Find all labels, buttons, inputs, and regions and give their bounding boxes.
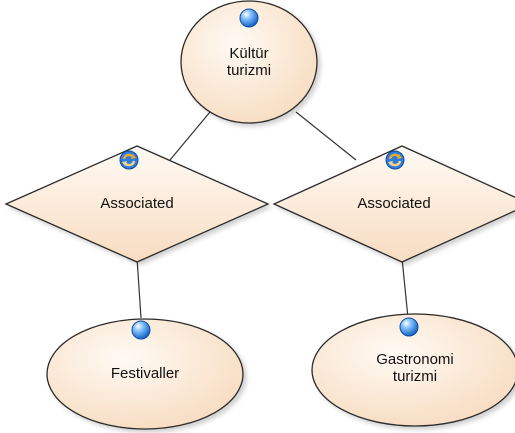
node-child-right[interactable] [311, 313, 515, 427]
node-root[interactable] [180, 0, 318, 124]
root-ellipse [180, 0, 318, 124]
node-child-left[interactable] [46, 318, 244, 430]
child-left-ellipse [46, 318, 244, 430]
blue-sphere-icon [239, 8, 259, 28]
connector-root-relation-right [295, 111, 357, 161]
child-left-label: Festivaller [110, 365, 180, 382]
connector-relation-left-child-left [136, 257, 142, 319]
connector-relation-right-child-right [401, 257, 409, 319]
relation-right-diamond [272, 145, 515, 263]
association-cycle-icon [385, 150, 405, 170]
blue-sphere-icon [131, 320, 151, 340]
blue-sphere-icon [399, 317, 419, 337]
child-right-label: Gastronomi turizmi [376, 351, 454, 385]
root-label: Kültür turizmi [226, 45, 272, 79]
relation-left-label: Associated [100, 195, 174, 212]
connectors [136, 111, 409, 319]
association-cycle-icon [119, 150, 139, 170]
relation-left-diamond [4, 145, 270, 263]
connector-root-relation-left [169, 111, 211, 161]
node-relation-right[interactable] [272, 145, 515, 263]
child-right-ellipse [311, 313, 515, 427]
node-relation-left[interactable] [4, 145, 270, 263]
relation-right-label: Associated [357, 195, 431, 212]
